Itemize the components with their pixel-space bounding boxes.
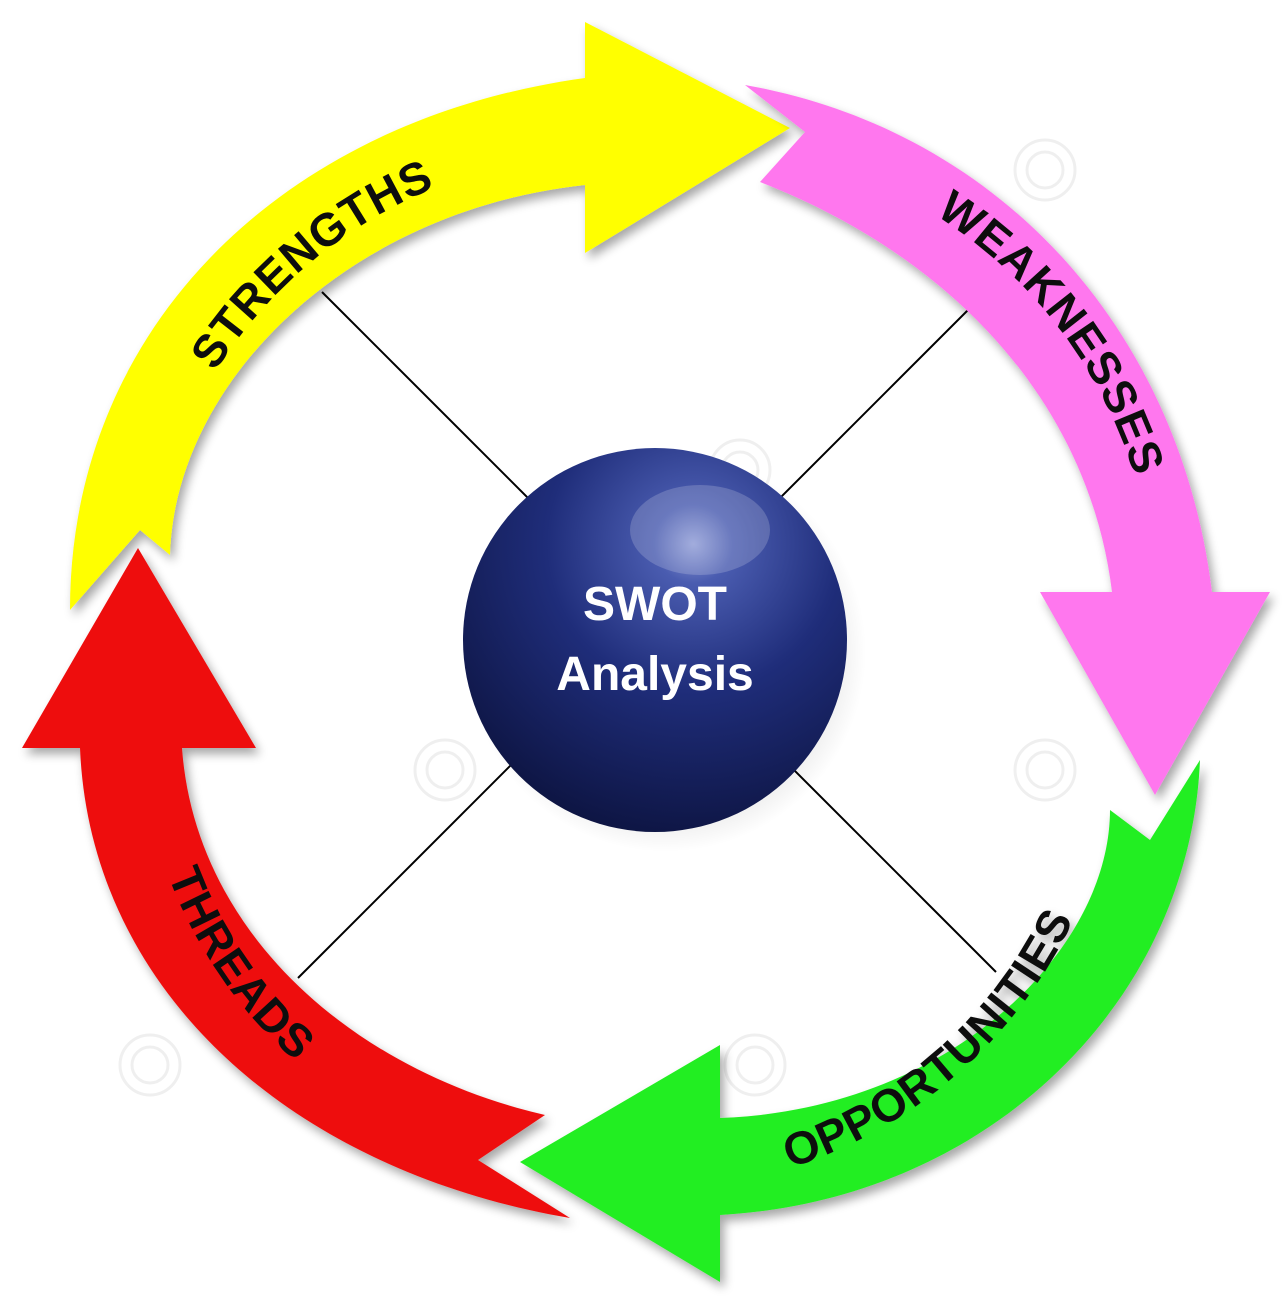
divider-line-top-left	[321, 291, 561, 531]
divider-line-top-right	[751, 299, 979, 527]
sphere-highlight	[630, 485, 770, 575]
sphere-body	[463, 448, 847, 832]
arrow-opportunities-shape	[520, 760, 1200, 1282]
center-sphere: SWOT Analysis	[463, 448, 866, 852]
arrow-threads-shape	[22, 548, 570, 1218]
arrow-weaknesses-label: WEAKNESSES	[930, 180, 1176, 481]
arrow-strengths-shape	[70, 22, 790, 610]
center-title-line1: SWOT	[583, 578, 727, 631]
center-title-line2: Analysis	[556, 648, 753, 701]
arrow-weaknesses-shape	[745, 85, 1270, 795]
